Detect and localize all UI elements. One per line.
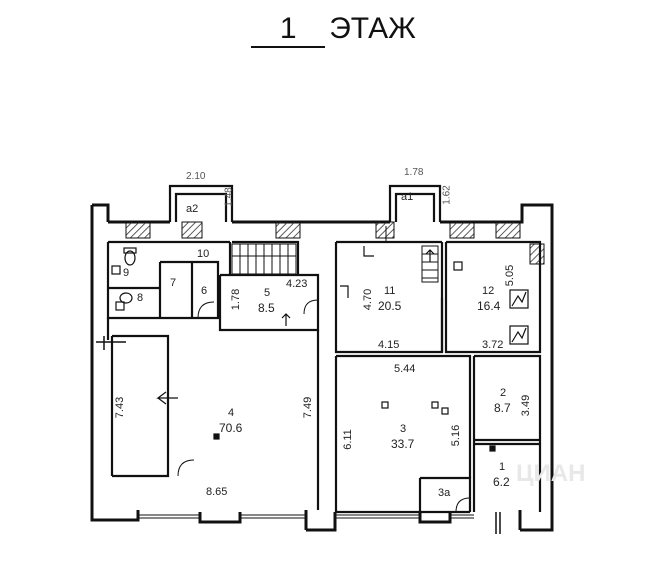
room-9-label: 9: [123, 267, 130, 279]
room-6-label: 6: [201, 285, 208, 297]
interior-walls: [106, 240, 542, 514]
windows: [138, 514, 474, 519]
watermark-text: ЦИАН: [516, 460, 586, 487]
dim-8-65: 8.65: [206, 486, 228, 498]
room-3a-label: 3a: [438, 487, 451, 499]
radiators: [509, 289, 529, 345]
dim-2-10: 2.10: [186, 171, 206, 182]
room-4-area: 70.6: [219, 421, 243, 435]
dim-1-48: 1.48: [223, 187, 235, 207]
dim-5-05: 5.05: [504, 264, 517, 287]
dim-1-62: 1.62: [441, 185, 453, 205]
annex-walls: [168, 184, 442, 222]
room-3-number: 3: [400, 423, 407, 435]
room-12-area: 16.4: [477, 299, 501, 313]
dim-3-49: 3.49: [520, 394, 533, 417]
room-2-number: 2: [500, 387, 507, 399]
door-swings: [177, 226, 471, 513]
room-10-label: 10: [197, 248, 210, 260]
room-4-number: 4: [228, 407, 235, 419]
room-8-label: 8: [137, 292, 144, 304]
floor-label: ЭТАЖ: [329, 12, 416, 45]
dim-7-49: 7.49: [302, 396, 315, 419]
symbols: [156, 246, 496, 452]
dim-7-43: 7.43: [114, 396, 127, 419]
room-a1-label: a1: [401, 191, 414, 203]
dim-5-16: 5.16: [450, 424, 463, 447]
dim-3-72: 3.72: [482, 339, 504, 351]
room-5-number: 5: [264, 287, 271, 299]
dim-5-44: 5.44: [394, 363, 416, 375]
room-7-label: 7: [170, 277, 177, 289]
room-1-area: 6.2: [493, 475, 510, 489]
sanitary-fixtures: [111, 247, 137, 311]
room-11-number: 11: [384, 285, 396, 297]
room-12-number: 12: [482, 285, 495, 297]
outer-walls: [90, 203, 554, 532]
dim-1-78-top: 1.78: [404, 167, 424, 178]
room-11-area: 20.5: [378, 299, 402, 313]
room-a2-label: a2: [186, 203, 199, 215]
dim-1-78-room5: 1.78: [230, 288, 243, 311]
column-markers: [96, 336, 501, 534]
room-5-area: 8.5: [258, 301, 275, 315]
room-2-area: 8.7: [494, 401, 511, 415]
hatched-walls: [125, 221, 545, 265]
room-3-area: 33.7: [391, 437, 415, 451]
floor-number: 1: [251, 12, 326, 48]
dim-6-11: 6.11: [341, 429, 354, 450]
dim-4-70: 4.70: [362, 288, 375, 311]
dim-4-15: 4.15: [378, 339, 400, 351]
dim-4-23: 4.23: [286, 278, 308, 290]
room-1-number: 1: [499, 461, 506, 473]
